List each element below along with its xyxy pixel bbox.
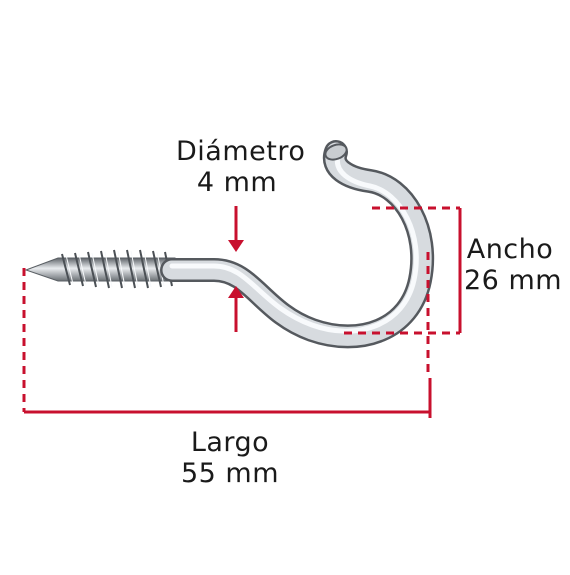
length-value: 55 mm (180, 458, 280, 489)
length-label: Largo 55 mm (180, 427, 280, 489)
screw-hook-icon (24, 140, 435, 349)
diameter-dimension (228, 206, 244, 332)
width-title: Ancho (466, 234, 554, 265)
length-title: Largo (190, 427, 270, 458)
threaded-shank (24, 249, 176, 289)
width-dimension (344, 206, 462, 376)
width-label: Ancho 26 mm (464, 234, 563, 296)
width-value: 26 mm (464, 265, 563, 296)
diameter-title: Diámetro (176, 136, 306, 167)
length-dimension (22, 268, 432, 418)
diameter-value: 4 mm (196, 167, 278, 198)
diameter-label: Diámetro 4 mm (176, 136, 306, 198)
